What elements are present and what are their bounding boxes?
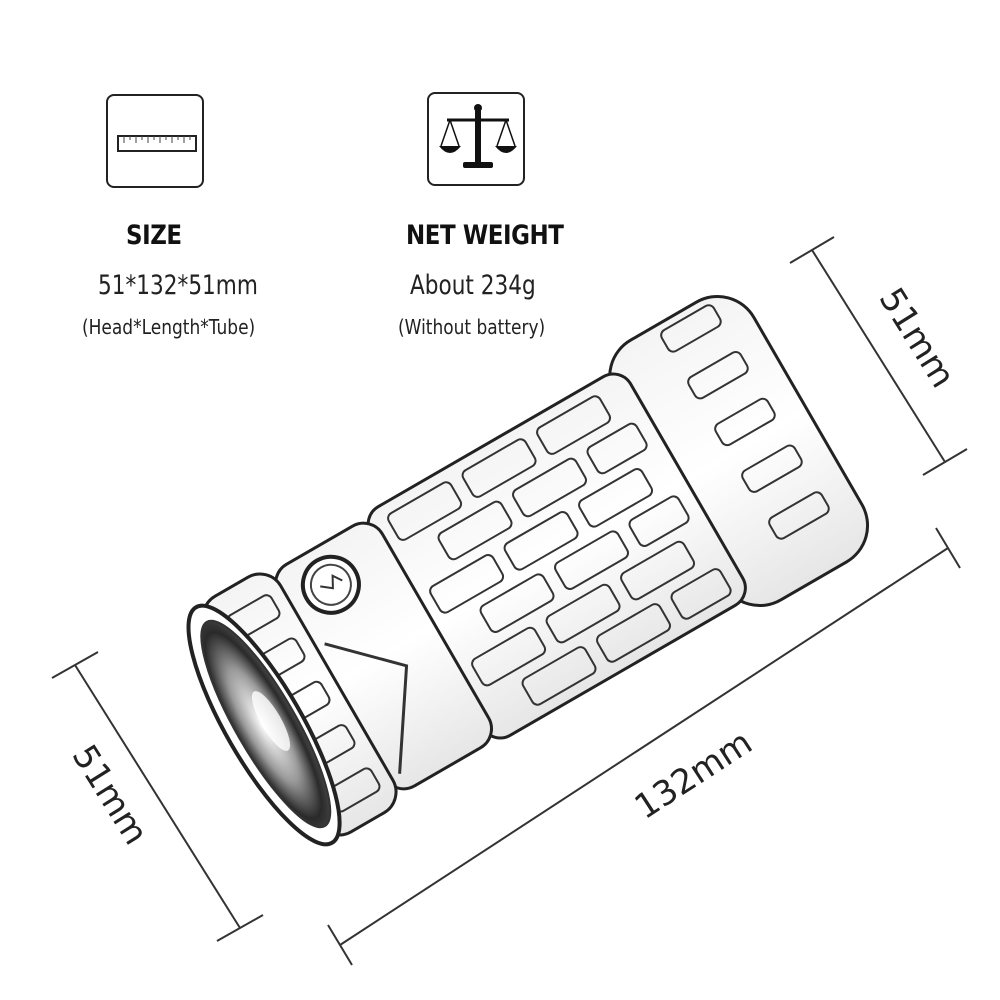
weight-title: NET WEIGHT [406, 220, 564, 251]
ruler-icon [117, 135, 197, 152]
ruler-icon-box [106, 94, 204, 188]
scale-icon-box [427, 92, 525, 186]
size-title: SIZE [126, 220, 182, 251]
size-note: (Head*Length*Tube) [82, 315, 256, 339]
balance-scale-icon [439, 104, 517, 168]
dimension-lines [51, 236, 968, 966]
flashlight-body [186, 294, 870, 847]
weight-note: (Without battery) [398, 315, 546, 339]
weight-value: About 234g [410, 270, 536, 301]
size-value: 51*132*51mm [98, 270, 258, 301]
